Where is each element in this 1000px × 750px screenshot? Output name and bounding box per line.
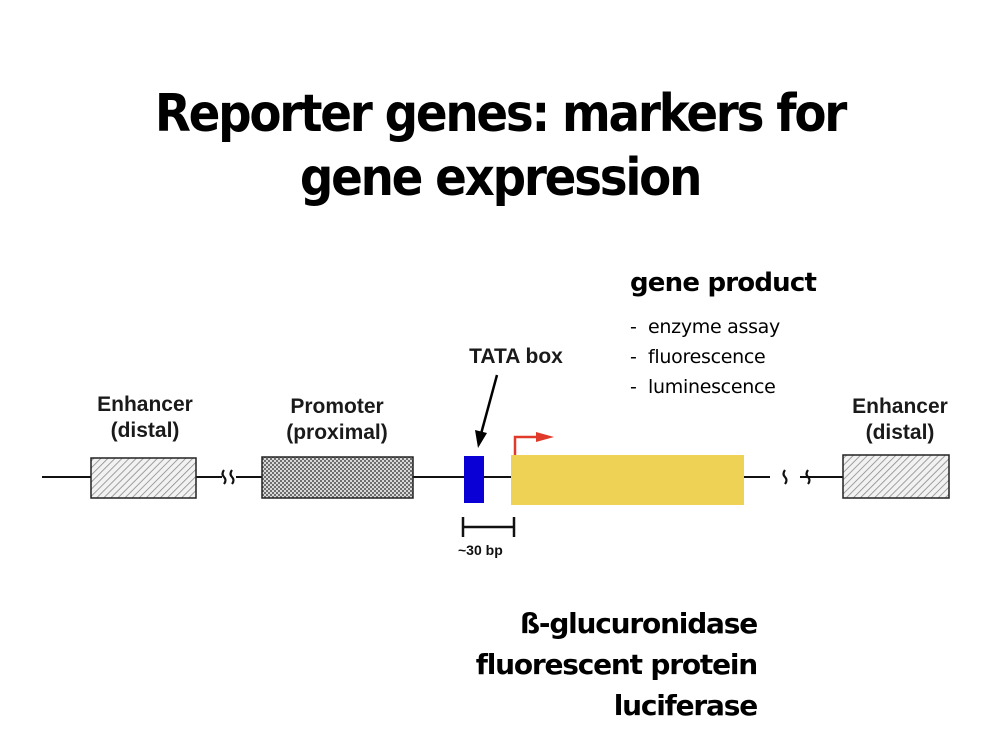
reporter-item: fluorescent protein xyxy=(475,648,758,681)
tata-pointer-arrow xyxy=(475,374,499,448)
gene-product-item: fluorescence xyxy=(630,342,780,372)
promoter-label-line1: Promoter xyxy=(290,395,384,418)
enhancer-left-label: Enhancer (distal) xyxy=(70,392,220,444)
slide-title: Reporter genes: markers for gene express… xyxy=(50,82,950,210)
tata-box xyxy=(464,456,484,503)
gene-product-item: enzyme assay xyxy=(630,312,780,342)
enhancer-left-label-line1: Enhancer xyxy=(97,393,193,416)
transcription-start-arrow xyxy=(513,432,554,455)
enhancer-right-label-line2: (distal) xyxy=(865,421,935,444)
gene-product-list: enzyme assay fluorescence luminescence xyxy=(630,312,780,402)
title-line-1: Reporter genes: markers for xyxy=(154,84,848,144)
enhancer-left-box xyxy=(90,457,197,499)
distance-label: ~30 bp xyxy=(458,542,503,558)
promoter-label: Promoter (proximal) xyxy=(262,394,412,446)
break-symbol-right xyxy=(782,469,811,485)
gene-product-heading: gene product xyxy=(630,268,817,298)
gene-product-item: luminescence xyxy=(630,372,780,402)
break-symbol-left xyxy=(221,469,235,485)
reporter-item: luciferase xyxy=(613,689,758,722)
distance-scale-bar xyxy=(461,517,516,537)
promoter-box xyxy=(261,456,414,499)
reporter-item: ß-glucuronidase xyxy=(519,607,758,640)
tata-box-label: TATA box xyxy=(469,345,563,368)
enhancer-left-label-line2: (distal) xyxy=(110,419,180,442)
reporter-list: ß-glucuronidase fluorescent protein luci… xyxy=(475,603,758,726)
enhancer-right-label: Enhancer (distal) xyxy=(825,394,975,446)
title-line-2: gene expression xyxy=(299,148,703,208)
reporter-gene-box xyxy=(511,455,744,505)
promoter-label-line2: (proximal) xyxy=(286,421,388,444)
enhancer-right-label-line1: Enhancer xyxy=(852,395,948,418)
enhancer-right-box xyxy=(842,454,950,499)
